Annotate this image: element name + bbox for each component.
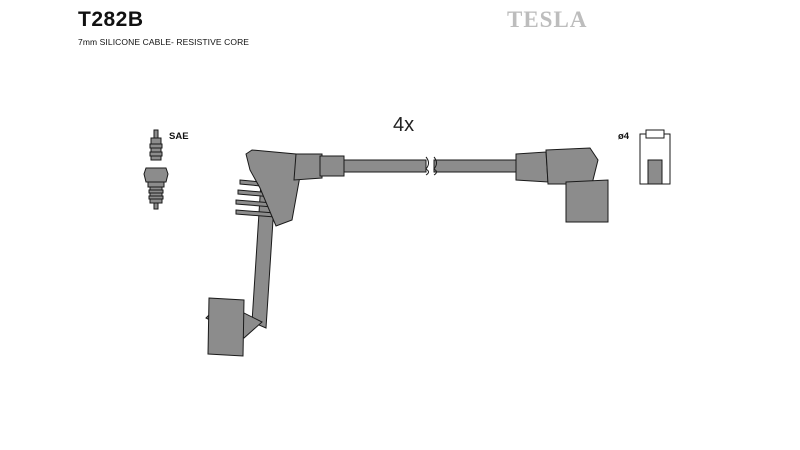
plug-boot: [205, 149, 345, 357]
cable-break-marks: [425, 156, 437, 176]
brand-logo: TESLA: [507, 7, 588, 32]
spark-plug-standard-label: SAE: [169, 131, 189, 142]
cable: [343, 159, 517, 173]
quantity-label: 4x: [393, 114, 415, 136]
part-number: T282B: [78, 8, 144, 31]
cable-description: 7mm SILICONE CABLE- RESISTIVE CORE: [78, 37, 250, 47]
terminal-diameter-label: ø4: [618, 131, 630, 142]
coil-boot: [515, 147, 609, 223]
terminal-icon: [639, 129, 671, 185]
spark-plug-icon: [143, 129, 169, 210]
